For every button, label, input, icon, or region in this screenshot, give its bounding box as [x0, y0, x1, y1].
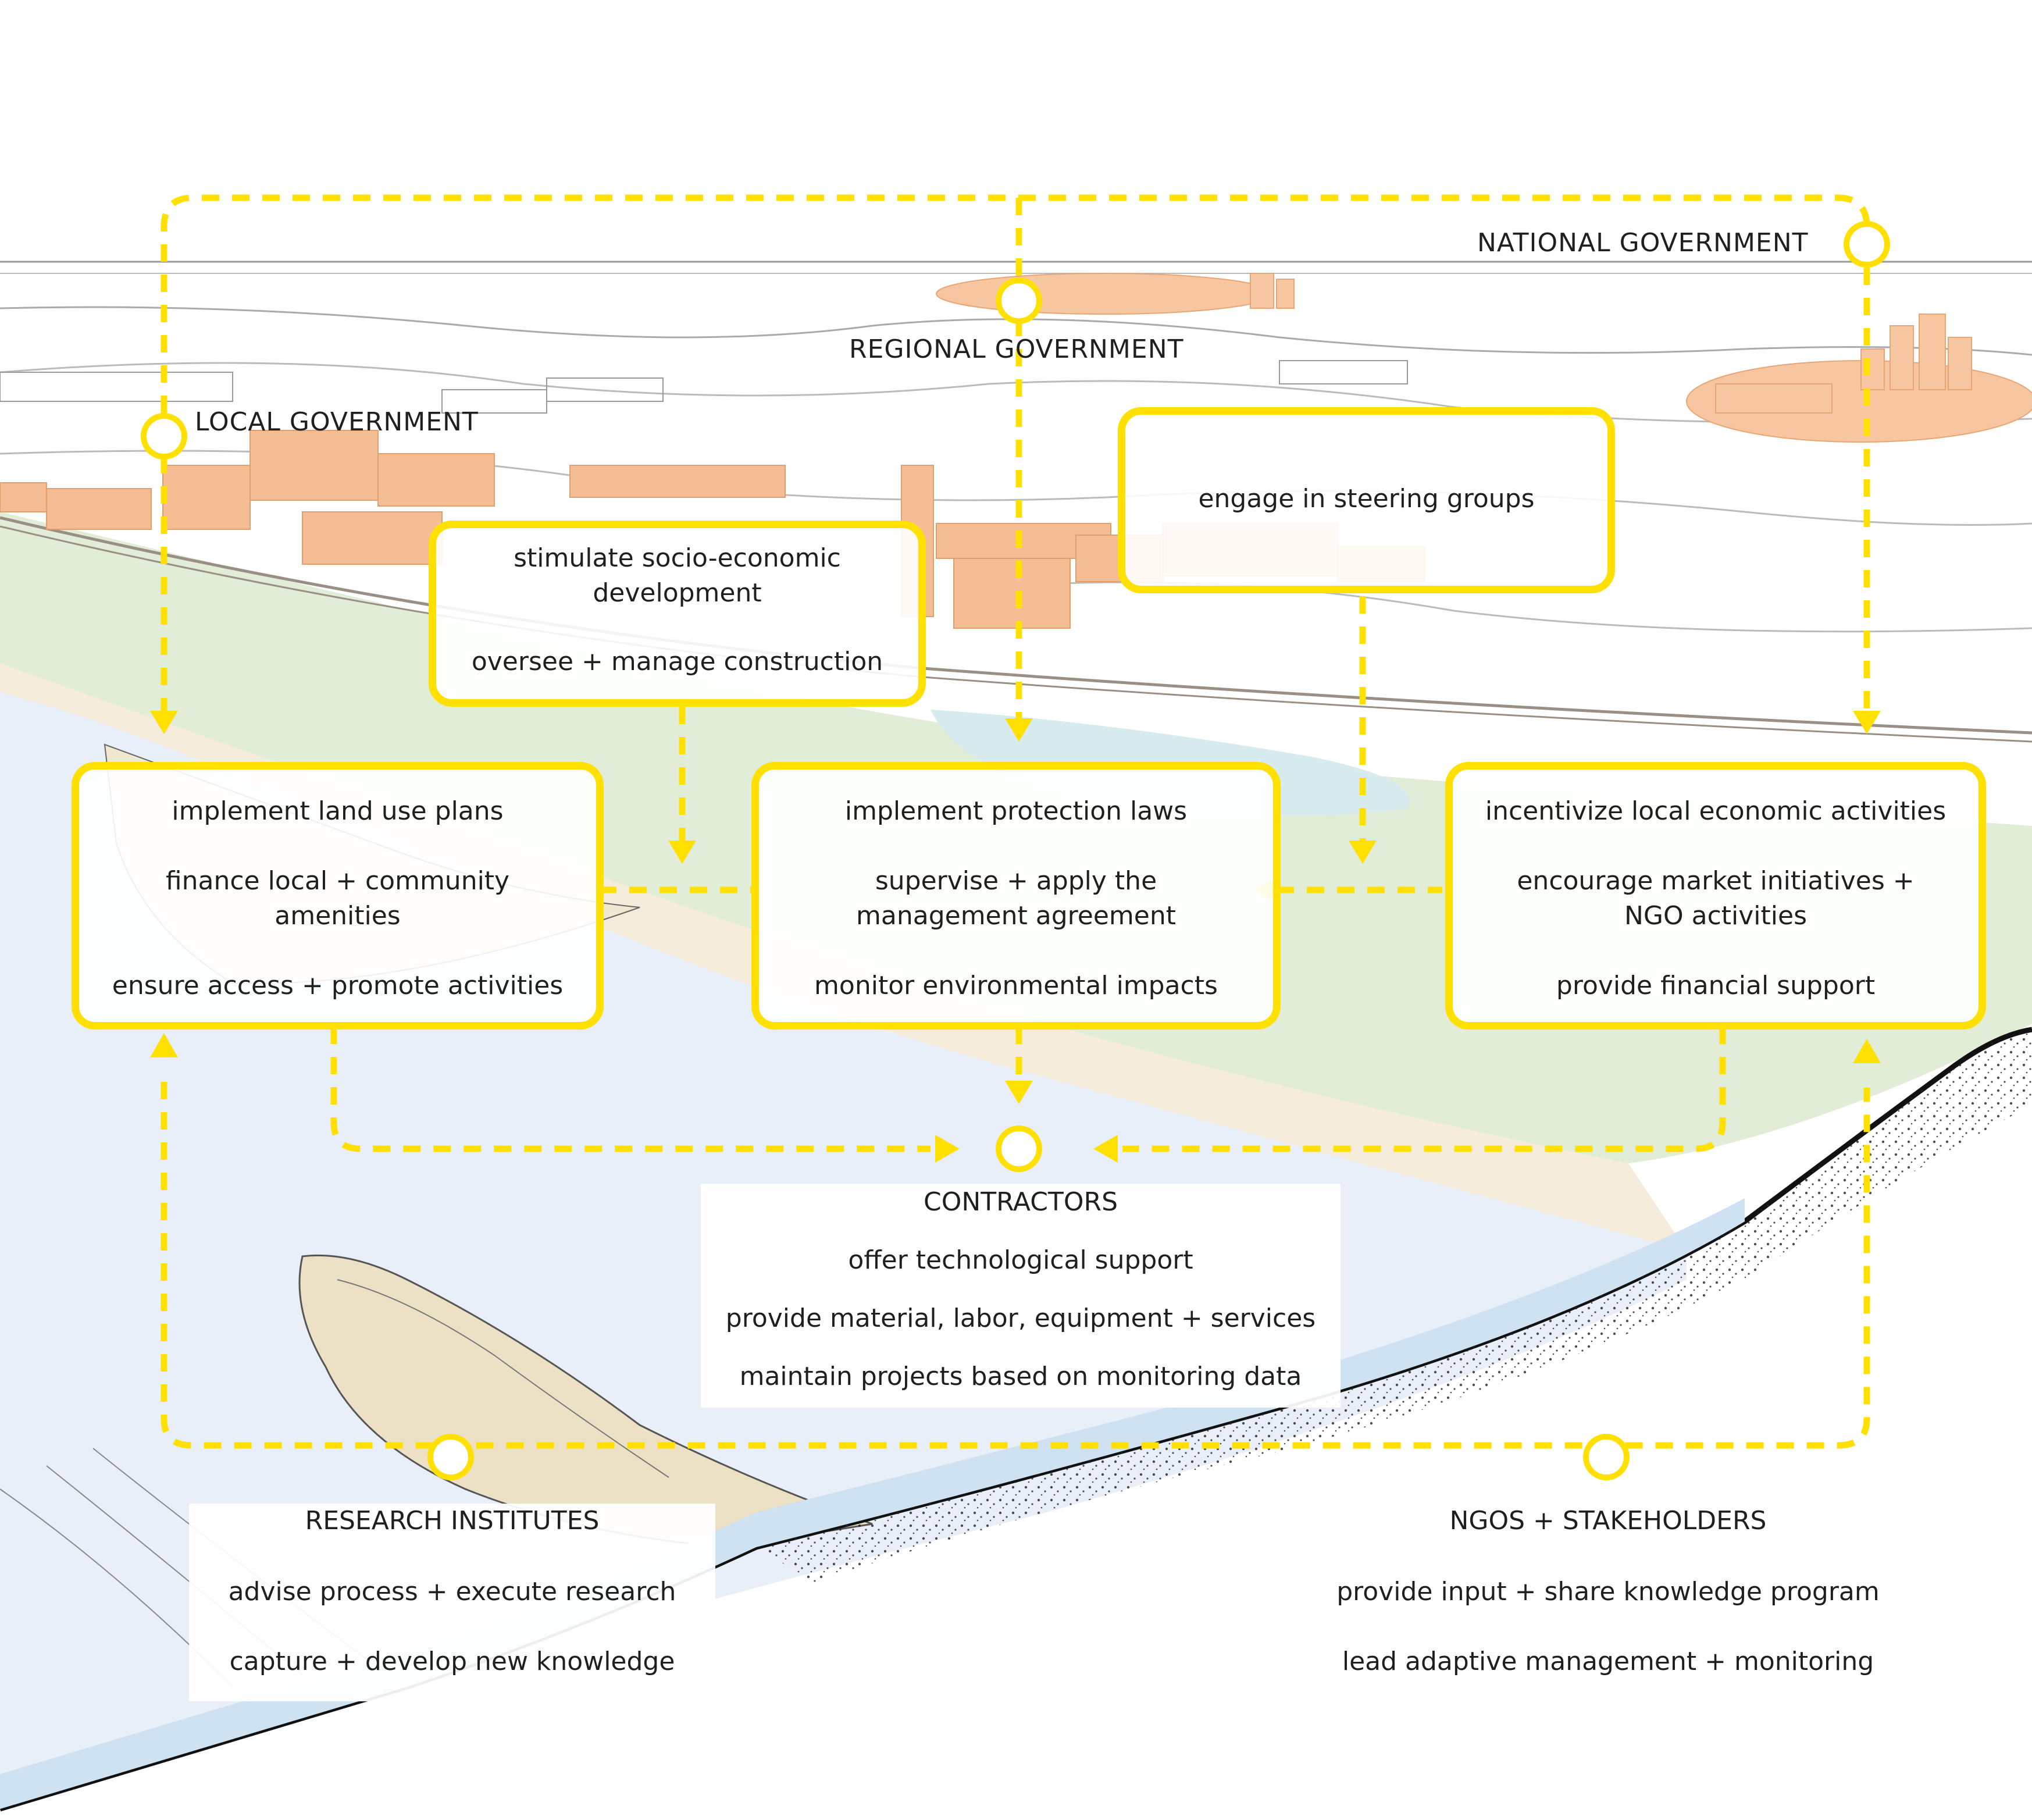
arrow-ngo-up [1853, 1039, 1881, 1063]
arrow-contractors-right [1093, 1135, 1118, 1163]
national-task-1: incentivize local economic activities [1485, 796, 1947, 826]
contractors-task-1: offer technological support [848, 1245, 1193, 1275]
contractors-task-2: provide material, labor, equipment + ser… [725, 1303, 1316, 1333]
national-government-heading: NATIONAL GOVERNMENT [1477, 228, 1809, 258]
local-task-1: implement land use plans [172, 796, 504, 826]
research-task-2: capture + develop new knowledge [229, 1647, 675, 1676]
socio-task-2: oversee + manage construction [471, 647, 883, 676]
top-loop [161, 194, 1870, 715]
national-government-tasks-box: incentivize local economic activities en… [1445, 762, 1986, 1030]
socio-task-1: stimulate socio-economic [514, 543, 841, 573]
arrow-national-down [1853, 711, 1881, 734]
arrow-research-up [150, 1033, 178, 1057]
headland-inner [337, 1279, 669, 1478]
socio-task-1b: development [593, 578, 762, 608]
railway-line-2 [0, 525, 2032, 743]
grey-settlements [0, 360, 1408, 414]
socio-economic-box: stimulate socio-economic development ove… [429, 521, 926, 707]
local-task-2b: amenities [275, 901, 401, 931]
regional-task-1: implement protection laws [844, 796, 1188, 826]
contractors-task-3: maintain projects based on monitoring da… [739, 1362, 1302, 1391]
regional-task-2: supervise + apply the [875, 866, 1157, 896]
connection-network [161, 194, 1870, 1449]
arrow-steering-down [1349, 840, 1377, 864]
arrow-local-down [150, 711, 178, 734]
regional-task-2b: management agreement [856, 901, 1176, 931]
regional-government-heading: REGIONAL GOVERNMENT [849, 334, 1184, 364]
local-government-heading: LOCAL GOVERNMENT [195, 407, 479, 437]
local-task-2: finance local + community [165, 866, 510, 896]
to-contractors-right [1122, 1027, 1726, 1152]
beach-strip [0, 663, 1687, 1251]
research-task-1: advise process + execute research [228, 1577, 676, 1607]
steering-task: engage in steering groups [1198, 484, 1535, 514]
national-task-3: provide financial support [1556, 971, 1876, 1000]
ngos-task-2: lead adaptive management + monitoring [1342, 1647, 1874, 1676]
bottom-loop [161, 1082, 1870, 1449]
arrow-contractors-left [935, 1135, 960, 1163]
arrow-regional-down [1005, 718, 1033, 742]
regional-government-tasks-box: implement protection laws supervise + ap… [751, 762, 1281, 1030]
research-institutes-panel: RESEARCH INSTITUTES advise process + exe… [189, 1504, 715, 1701]
stippled-slope [756, 1030, 2032, 1582]
far-dune-outline-2 [0, 362, 2032, 424]
railway-line [0, 516, 2032, 735]
local-government-tasks-box: implement land use plans finance local +… [72, 762, 604, 1030]
node-local [141, 413, 187, 460]
regional-task-3: monitor environmental impacts [814, 971, 1218, 1000]
contractors-heading: CONTRACTORS [924, 1187, 1118, 1217]
node-research [427, 1434, 474, 1480]
node-national [1844, 221, 1890, 268]
local-task-3: ensure access + promote activities [112, 971, 564, 1000]
contractors-panel: CONTRACTORS offer technological support … [701, 1184, 1341, 1408]
to-contractors-left [330, 1027, 931, 1152]
node-ngos [1583, 1434, 1630, 1480]
national-task-2: encourage market initiatives + [1517, 866, 1915, 896]
arrow-socio-down [668, 840, 696, 864]
node-regional [996, 277, 1042, 324]
research-heading: RESEARCH INSTITUTES [305, 1506, 600, 1536]
steering-box: engage in steering groups [1118, 407, 1615, 593]
node-contractors [996, 1126, 1042, 1172]
actor-nodes [141, 221, 1890, 1480]
national-task-2b: NGO activities [1624, 901, 1807, 931]
arrow-regional-contractors [1005, 1081, 1033, 1104]
ngos-stakeholders-panel: NGOS + STAKEHOLDERS provide input + shar… [1291, 1504, 1925, 1701]
ngos-task-1: provide input + share knowledge program [1336, 1577, 1880, 1607]
ngos-heading: NGOS + STAKEHOLDERS [1449, 1506, 1767, 1536]
